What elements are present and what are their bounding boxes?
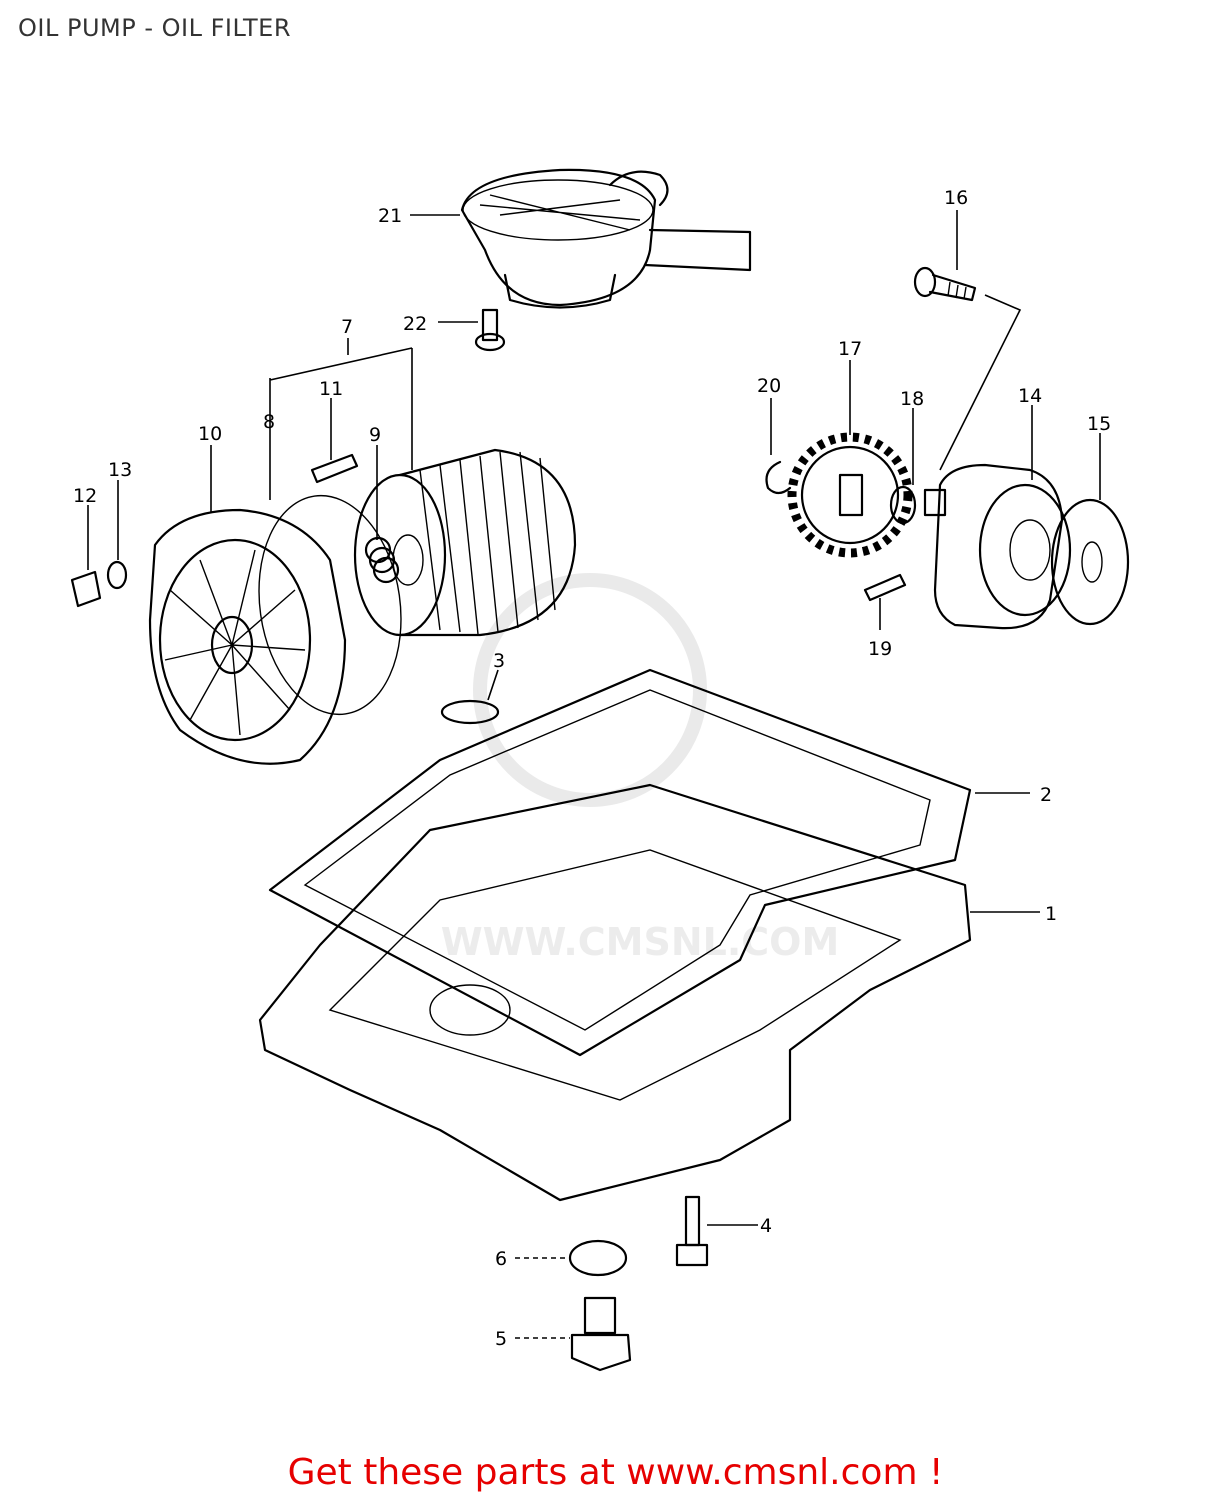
- callout-22: 22: [403, 313, 427, 335]
- page-title: OIL PUMP - OIL FILTER: [18, 14, 292, 42]
- callout-10: 10: [198, 423, 222, 445]
- callout-20: 20: [757, 375, 781, 397]
- callout-leaders: [87, 210, 1101, 1339]
- oil-pump-gear: [787, 432, 913, 558]
- callout-11: 11: [319, 378, 343, 400]
- callout-9: 9: [369, 424, 381, 446]
- filter-spring: [364, 536, 400, 584]
- callout-1: 1: [1045, 903, 1057, 925]
- callout-7: 7: [341, 316, 353, 338]
- oil-pump-body: [923, 463, 1072, 630]
- oil-pan-gasket: [268, 668, 972, 1057]
- small-o-ring: [440, 699, 500, 725]
- pump-pin: [863, 573, 907, 602]
- oil-strainer: [460, 168, 752, 309]
- callout-21: 21: [378, 205, 402, 227]
- callout-4: 4: [760, 1215, 772, 1237]
- strainer-screw: [474, 308, 506, 352]
- washer: [889, 485, 917, 525]
- watermark-text: WWW.CMSNL.COM: [441, 920, 840, 964]
- pump-cover: [1050, 498, 1130, 626]
- exploded-parts-diagram: WWW.CMSNL.COM: [70, 168, 1130, 1372]
- oil-filter-cover: [148, 508, 347, 765]
- drain-gasket: [568, 1239, 628, 1277]
- footer-shop-link[interactable]: Get these parts at www.cmsnl.com !: [287, 1452, 944, 1493]
- callout-labels: 1 2 3 4 5 6 7 8 9 10 11 12 13 14 15 16 1…: [73, 187, 1111, 1350]
- callout-8: 8: [263, 411, 275, 433]
- callout-18: 18: [900, 388, 924, 410]
- filter-bolt-washer: [106, 560, 128, 590]
- filter-pin: [310, 453, 359, 484]
- callout-5: 5: [495, 1328, 507, 1350]
- callout-15: 15: [1087, 413, 1111, 435]
- filter-bolt: [70, 570, 102, 608]
- circlip: [765, 460, 792, 495]
- drain-bolt: [675, 1195, 709, 1267]
- o-ring: [258, 494, 402, 716]
- callout-17: 17: [838, 338, 862, 360]
- callout-12: 12: [73, 485, 97, 507]
- callout-19: 19: [868, 638, 892, 660]
- callout-16: 16: [944, 187, 968, 209]
- drain-plug: [570, 1296, 632, 1372]
- callout-3: 3: [493, 650, 505, 672]
- callout-6: 6: [495, 1248, 507, 1270]
- callout-2: 2: [1040, 784, 1052, 806]
- pump-bolt: [913, 266, 977, 302]
- oil-pan: [258, 783, 972, 1202]
- oil-filter-element: [353, 448, 577, 637]
- callout-13: 13: [108, 459, 132, 481]
- watermark-logo: WWW.CMSNL.COM: [441, 573, 840, 964]
- callout-14: 14: [1018, 385, 1042, 407]
